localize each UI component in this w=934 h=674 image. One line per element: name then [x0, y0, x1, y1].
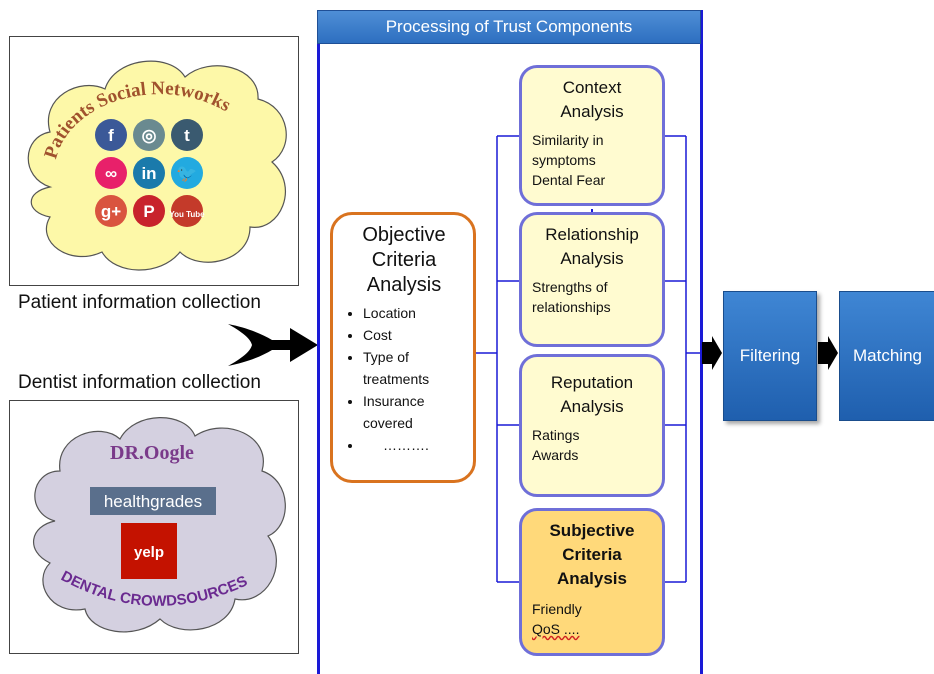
twitter-icon: 🐦	[171, 157, 203, 189]
filtering-box: Filtering	[723, 291, 817, 421]
arrow-to-matching	[818, 336, 838, 370]
facebook-icon: f	[95, 119, 127, 151]
processing-frame-title: Processing of Trust Components	[317, 10, 701, 44]
processing-frame	[317, 10, 703, 674]
pinterest-icon: P	[133, 195, 165, 227]
objective-criteria-box: Objective Criteria Analysis Location Cos…	[330, 212, 476, 483]
healthgrades-logo: healthgrades	[104, 492, 202, 511]
svg-text:◎: ◎	[142, 126, 157, 145]
svg-text:∞: ∞	[105, 164, 117, 183]
patient-caption: Patient information collection	[18, 292, 261, 313]
dentist-cloud: DR.Oogle healthgrades yelp DENTAL CROWDS…	[32, 417, 286, 633]
list-item: Type of treatments	[363, 346, 465, 390]
context-analysis-item: Similarity in symptoms	[532, 132, 604, 168]
dentist-caption: Dentist information collection	[18, 372, 261, 393]
subjective-criteria-box: Subjective Criteria Analysis Friendly Qo…	[519, 508, 665, 656]
reputation-analysis-box: Reputation Analysis Ratings Awards	[519, 354, 665, 497]
list-item: Location	[363, 302, 465, 324]
linkedin-icon: in	[133, 157, 165, 189]
arrow-to-filtering	[702, 336, 722, 370]
subjective-criteria-item: Friendly	[532, 601, 582, 617]
dentist-sources-image: DR.Oogle healthgrades yelp DENTAL CROWDS…	[9, 400, 299, 654]
svg-text:t: t	[184, 126, 190, 145]
youtube-icon: You Tube	[169, 195, 205, 227]
list-item: Insurance covered	[363, 390, 465, 434]
list-item: ……….	[363, 434, 465, 456]
objective-criteria-list: Location Cost Type of treatments Insuran…	[343, 302, 465, 456]
reputation-analysis-item: Awards	[532, 447, 579, 463]
droogle-logo: DR.Oogle	[110, 442, 194, 464]
svg-text:g+: g+	[101, 202, 121, 221]
relationship-analysis-item: Strengths of relationships	[532, 279, 611, 315]
context-analysis-box: Context Analysis Similarity in symptoms …	[519, 65, 665, 206]
reputation-analysis-item: Ratings	[532, 427, 580, 443]
svg-text:f: f	[108, 126, 114, 145]
yelp-logo-bg	[121, 523, 177, 579]
flickr-icon: ∞	[95, 157, 127, 189]
subjective-criteria-title: Subjective Criteria Analysis	[549, 521, 635, 588]
context-analysis-item: Dental Fear	[532, 172, 606, 188]
svg-text:P: P	[143, 202, 154, 221]
yelp-logo: yelp	[134, 544, 164, 561]
healthgrades-logo-bg	[90, 487, 216, 515]
relationship-analysis-box: Relationship Analysis Strengths of relat…	[519, 212, 665, 347]
svg-text:You Tube: You Tube	[169, 210, 205, 219]
social-icons-grid: f ◎ t ∞ in 🐦 g+ P You Tube	[95, 119, 205, 227]
instagram-icon: ◎	[133, 119, 165, 151]
google-plus-icon: g+	[95, 195, 127, 227]
matching-box: Matching	[839, 291, 934, 421]
tumblr-icon: t	[171, 119, 203, 151]
merge-arrow	[228, 324, 318, 366]
context-analysis-title: Context Analysis	[560, 78, 624, 121]
objective-criteria-title: Objective Criteria Analysis	[362, 224, 446, 296]
svg-text:in: in	[141, 164, 156, 183]
relationship-analysis-title: Relationship Analysis	[545, 225, 639, 268]
list-item: Cost	[363, 324, 465, 346]
subjective-criteria-item: QoS ....	[532, 621, 580, 637]
reputation-analysis-title: Reputation Analysis	[550, 373, 634, 416]
svg-text:🐦: 🐦	[176, 164, 197, 183]
